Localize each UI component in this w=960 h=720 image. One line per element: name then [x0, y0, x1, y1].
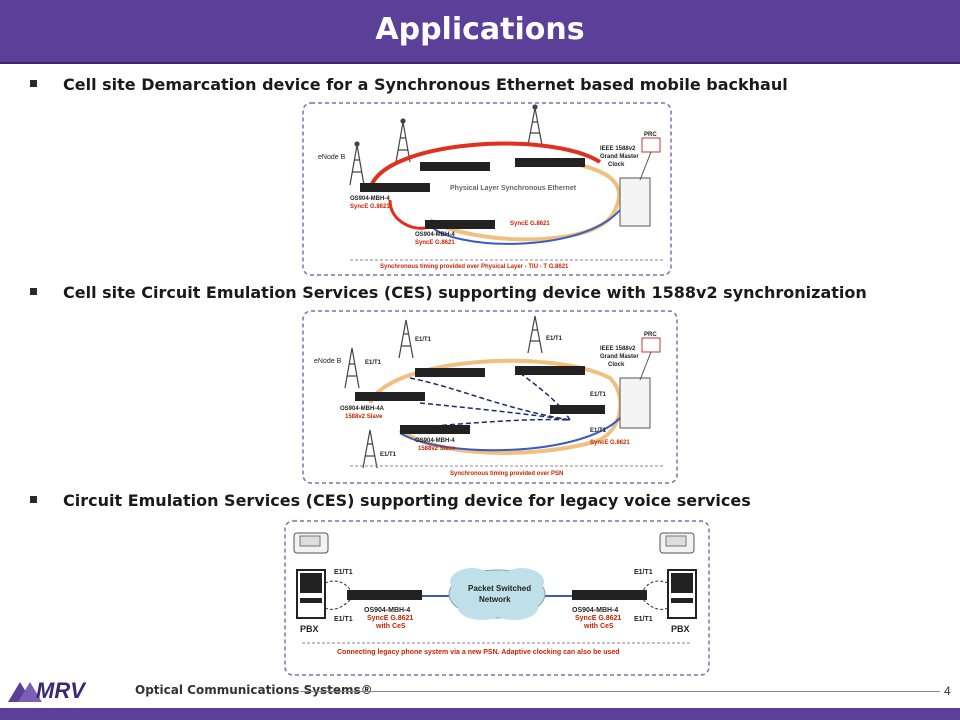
- svg-text:1588v2 Slave: 1588v2 Slave: [418, 446, 456, 452]
- bullet-2-text: Cell site Circuit Emulation Services (CE…: [63, 283, 867, 302]
- tower-icon: [527, 315, 543, 354]
- device-icon: [550, 405, 605, 414]
- bullet-3-text: Circuit Emulation Services (CES) support…: [63, 491, 751, 510]
- svg-text:eNode B: eNode B: [314, 358, 342, 365]
- server-rack-icon: [619, 377, 651, 429]
- svg-text:E1/T1: E1/T1: [334, 616, 353, 623]
- svg-text:PBX: PBX: [300, 624, 319, 634]
- svg-text:E1/T1: E1/T1: [590, 392, 607, 398]
- svg-text:E1/T1: E1/T1: [380, 452, 397, 458]
- svg-text:E1/T1: E1/T1: [634, 616, 653, 623]
- svg-text:SyncE G.8621: SyncE G.8621: [510, 221, 550, 227]
- svg-text:Clock: Clock: [608, 162, 625, 168]
- svg-text:E1/T1: E1/T1: [634, 569, 653, 576]
- bullet-2: Cell site Circuit Emulation Services (CE…: [30, 283, 867, 302]
- svg-text:Connecting legacy phone system: Connecting legacy phone system via a new…: [337, 649, 620, 656]
- device-icon: [515, 366, 585, 375]
- svg-text:OS904-MBH-4: OS904-MBH-4: [364, 607, 410, 614]
- svg-text:E1/T1: E1/T1: [365, 360, 382, 366]
- svg-text:MRV: MRV: [36, 678, 87, 703]
- svg-text:Grand Master: Grand Master: [600, 354, 639, 360]
- svg-text:PRC: PRC: [644, 332, 657, 338]
- bullet-square-icon: [30, 496, 37, 503]
- blue-link: [429, 209, 621, 245]
- svg-text:Clock: Clock: [608, 362, 625, 368]
- device-icon: [572, 590, 647, 600]
- svg-text:with CeS: with CeS: [583, 623, 614, 630]
- phone-icon: [293, 532, 329, 554]
- svg-text:Packet Switched: Packet Switched: [468, 584, 531, 593]
- tower-icon: [527, 104, 543, 146]
- svg-text:E1/T1: E1/T1: [546, 336, 563, 342]
- svg-text:SyncE G.8621: SyncE G.8621: [590, 440, 630, 446]
- svg-text:E1/T1: E1/T1: [334, 569, 353, 576]
- footer-bar: [0, 708, 960, 720]
- diagram-ces-legacy-voice: Packet Switched Network E1/T1 E1/T1 E1/T…: [284, 520, 710, 676]
- device-icon: [355, 392, 425, 401]
- svg-text:IEEE 1588v2: IEEE 1588v2: [600, 146, 636, 152]
- mrv-logo: MRV: [8, 676, 128, 709]
- footer-tagline: Optical Communications Systems®: [135, 683, 373, 697]
- svg-text:OS904-MBH-4: OS904-MBH-4: [572, 607, 618, 614]
- svg-text:Grand Master: Grand Master: [600, 154, 639, 160]
- bullet-3: Circuit Emulation Services (CES) support…: [30, 491, 751, 510]
- device-icon: [420, 162, 490, 171]
- svg-text:E1/T1: E1/T1: [590, 428, 607, 434]
- title-bar: Applications: [0, 0, 960, 64]
- device-icon: [425, 220, 495, 229]
- device-icon: [360, 183, 430, 192]
- bullet-square-icon: [30, 80, 37, 87]
- svg-text:SyncE G.8621: SyncE G.8621: [350, 204, 390, 210]
- device-icon: [400, 425, 470, 434]
- tower-icon: [362, 429, 378, 469]
- svg-text:Physical Layer Synchronous Eth: Physical Layer Synchronous Ethernet: [450, 185, 577, 192]
- device-icon: [347, 590, 422, 600]
- svg-text:PRC: PRC: [644, 132, 657, 138]
- svg-text:OS904-MBH-4: OS904-MBH-4: [415, 232, 455, 238]
- tower-icon: [344, 347, 360, 389]
- svg-text:Synchronous timing provided ov: Synchronous timing provided over PSN: [450, 471, 563, 477]
- enodeb-label: eNode B: [318, 154, 346, 161]
- svg-text:SyncE G.8621: SyncE G.8621: [415, 240, 455, 246]
- server-rack-icon: [619, 177, 651, 227]
- bullet-1-text: Cell site Demarcation device for a Synch…: [63, 75, 788, 94]
- tower-icon: [398, 319, 414, 359]
- svg-text:E1/T1: E1/T1: [415, 337, 432, 343]
- diagram-synce-backhaul: eNode B OS904-MBH-4 SyncE G.8621 OS904-M…: [302, 102, 672, 276]
- bullet-square-icon: [30, 288, 37, 295]
- svg-text:OS904-MBH-4: OS904-MBH-4: [415, 438, 455, 444]
- svg-text:PBX: PBX: [671, 624, 690, 634]
- device-icon: [515, 158, 585, 167]
- svg-text:IEEE 1588v2: IEEE 1588v2: [600, 346, 636, 352]
- svg-text:SyncE G.8621: SyncE G.8621: [367, 615, 413, 622]
- diagram-ces-1588: eNode B E1/T1 E1/T1 E1/T1 E1/T1 E1/T1 E1…: [302, 310, 678, 484]
- tower-icon: [349, 141, 365, 186]
- slide-title: Applications: [375, 12, 585, 47]
- footer-divider: [300, 691, 940, 692]
- bullet-1: Cell site Demarcation device for a Synch…: [30, 75, 788, 94]
- svg-text:SyncE G.8621: SyncE G.8621: [575, 615, 621, 622]
- svg-text:OS904-MBH-4: OS904-MBH-4: [350, 196, 390, 202]
- prc-icon: [641, 337, 661, 353]
- page-number: 4: [944, 684, 951, 698]
- svg-text:Network: Network: [479, 595, 511, 604]
- svg-text:Synchronous timing provided ov: Synchronous timing provided over Physica…: [380, 264, 569, 270]
- svg-text:1588v2 Slave: 1588v2 Slave: [345, 414, 383, 420]
- blue-link: [399, 417, 621, 452]
- tower-icon: [395, 118, 411, 163]
- svg-text:OS904-MBH-4A: OS904-MBH-4A: [340, 406, 385, 412]
- cloud-icon: [448, 568, 546, 620]
- device-icon: [415, 368, 485, 377]
- svg-text:with CeS: with CeS: [375, 623, 406, 630]
- red-link: [368, 141, 602, 191]
- prc-icon: [641, 137, 661, 153]
- phone-icon: [659, 532, 695, 554]
